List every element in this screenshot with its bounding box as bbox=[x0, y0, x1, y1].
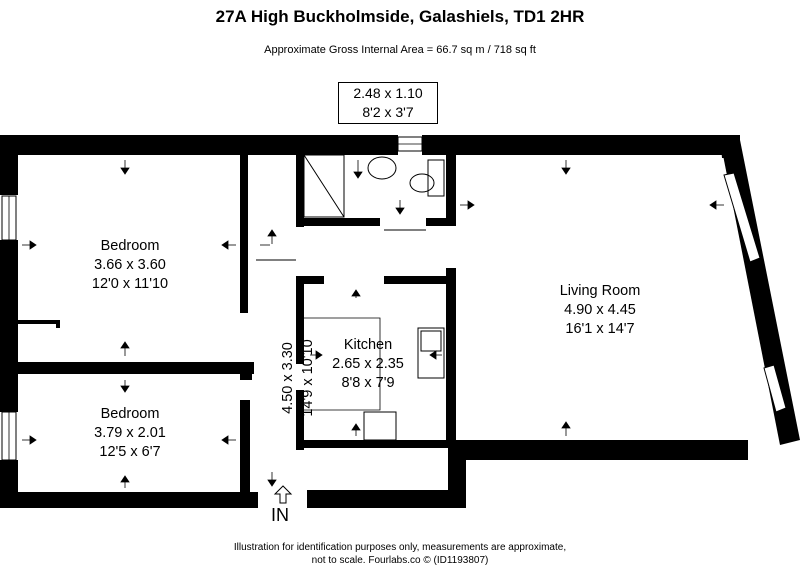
entry-label: IN bbox=[271, 505, 289, 525]
walls bbox=[0, 135, 800, 508]
bedroom2-label: Bedroom 3.79 x 2.01 12'5 x 6'7 bbox=[94, 406, 166, 460]
disclaimer: Illustration for identification purposes… bbox=[233, 542, 567, 566]
dimension-arrows bbox=[22, 160, 724, 488]
windows bbox=[1, 136, 787, 461]
left-wall-top bbox=[0, 135, 18, 195]
bedroom1-label: Bedroom 3.66 x 3.60 12'0 x 11'10 bbox=[91, 238, 169, 292]
bedroom-divider bbox=[18, 362, 254, 374]
top-wall-left bbox=[0, 135, 398, 155]
window-living-bottom bbox=[763, 364, 787, 413]
living-room-label: Living Room 4.90 x 4.45 16'1 x 14'7 bbox=[559, 283, 641, 337]
top-wall-right bbox=[422, 135, 722, 155]
toilet-cistern bbox=[427, 159, 445, 197]
bottom-wall-left bbox=[0, 492, 258, 508]
plan-title: 27A High Buckholmside, Galashiels, TD1 2… bbox=[215, 7, 585, 26]
kitchen-sink bbox=[417, 327, 445, 379]
bathroom-dimensions: 2.48 x 1.10 8'2 x 3'7 bbox=[338, 82, 438, 124]
fixtures bbox=[256, 154, 445, 441]
kitchen-worktop bbox=[304, 317, 381, 411]
living-bottom-wall bbox=[448, 440, 748, 460]
bottom-wall-right bbox=[307, 490, 465, 508]
kitchen-label: Kitchen 2.65 x 2.35 8'8 x 7'9 bbox=[332, 337, 404, 391]
hall-dimensions: 4.50 x 3.30 14'9 x 10'10 bbox=[280, 339, 316, 417]
shower bbox=[303, 154, 345, 218]
entry-arrow-icon bbox=[273, 485, 293, 504]
area-subtitle: Approximate Gross Internal Area = 66.7 s… bbox=[264, 44, 536, 56]
kitchen-hob bbox=[363, 411, 397, 441]
bathroom-sink bbox=[367, 156, 397, 180]
window-living-top bbox=[723, 172, 761, 263]
toilet-bowl bbox=[409, 173, 435, 193]
